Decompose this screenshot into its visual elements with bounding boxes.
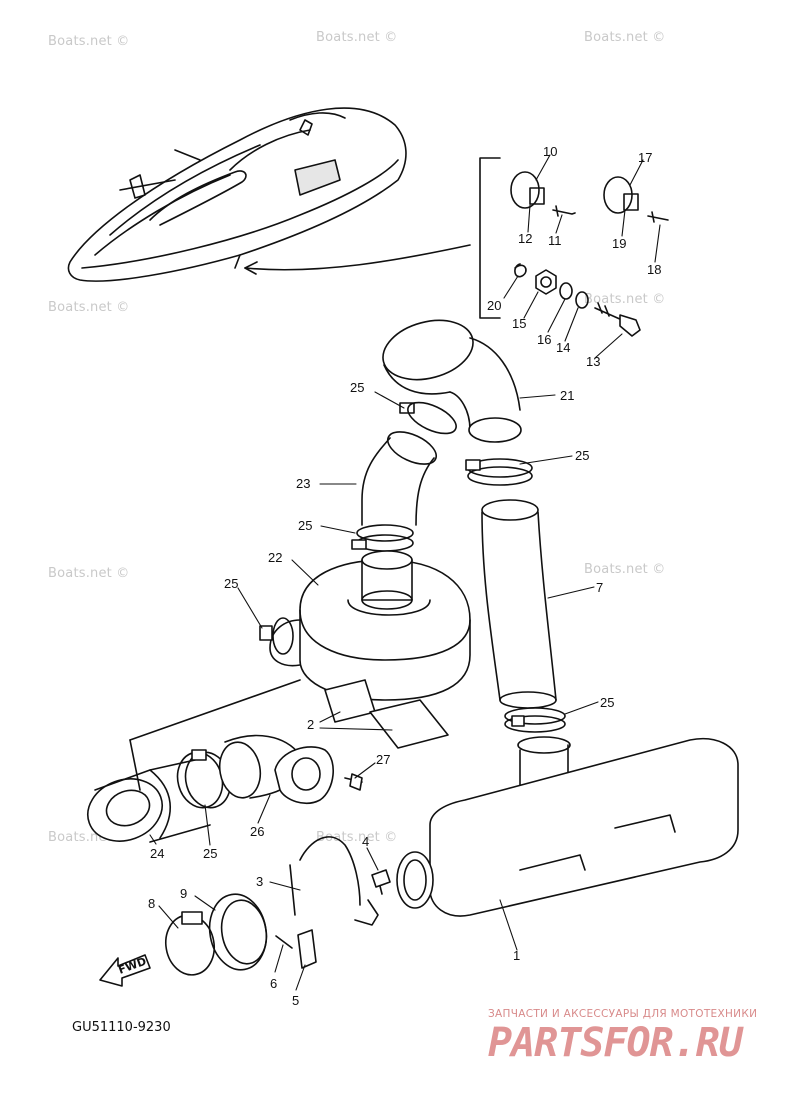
watermark: Boats.net © <box>584 292 666 307</box>
callout-7: 7 <box>596 580 603 595</box>
hose-clamp-part-25 <box>465 458 533 486</box>
clamp-part-17 <box>603 176 639 214</box>
callout-11: 11 <box>548 233 562 248</box>
grommet-part-9 <box>208 893 268 971</box>
detail-bracket <box>479 157 501 319</box>
hose-clamp-part-25 <box>504 707 566 733</box>
brand-subtitle: ЗАПЧАСТИ И АКСЕССУАРЫ ДЛЯ МОТОТЕХНИКИ <box>488 1008 758 1020</box>
callout-4: 4 <box>362 834 369 849</box>
pipe-part-24 <box>87 759 211 843</box>
callout-17: 17 <box>638 150 652 165</box>
watermark: Boats.net © <box>316 30 398 45</box>
hose-clamp-part-25 <box>259 617 294 655</box>
muffler-part-1 <box>396 736 739 917</box>
callout-14: 14 <box>556 340 570 355</box>
elbow-part-21 <box>382 319 522 443</box>
rivet-part-6 <box>275 935 293 949</box>
callout-12: 12 <box>518 231 532 246</box>
screw-part-18 <box>647 211 669 223</box>
callout-5: 5 <box>292 993 299 1008</box>
band-clamp-part-8 <box>164 911 216 976</box>
callout-25: 25 <box>203 846 217 861</box>
watermark: Boats.net © <box>48 300 130 315</box>
callout-9: 9 <box>180 886 187 901</box>
watermark: Boats.net © <box>48 566 130 581</box>
watermark: Boats.net © <box>48 34 130 49</box>
leader-line <box>129 739 141 791</box>
watermark: Boats.net © <box>316 830 398 845</box>
callout-23: 23 <box>296 476 310 491</box>
callout-15: 15 <box>512 316 526 331</box>
callout-10: 10 <box>543 144 557 159</box>
bolt-part-4 <box>371 869 391 895</box>
watermark: Boats.net © <box>584 562 666 577</box>
washer-part-16 <box>559 282 573 300</box>
callout-25: 25 <box>224 576 238 591</box>
callout-3: 3 <box>256 874 263 889</box>
fwd-arrow-icon <box>99 954 151 987</box>
callout-21: 21 <box>560 388 574 403</box>
callout-26: 26 <box>250 824 264 839</box>
callout-19: 19 <box>612 236 626 251</box>
callout-13: 13 <box>586 354 600 369</box>
callout-20: 20 <box>487 298 501 313</box>
diagram-code: GU51110-9230 <box>72 1020 171 1035</box>
clamp-part-10 <box>510 171 545 209</box>
watermark: Boats.net © <box>584 30 666 45</box>
water-lock-part-22 <box>269 550 471 701</box>
nipple-part-13 <box>594 302 641 337</box>
pad-part-2 <box>324 679 449 749</box>
hose-part-23 <box>361 431 437 526</box>
callout-16: 16 <box>537 332 551 347</box>
callout-25: 25 <box>350 380 364 395</box>
clip-part-20 <box>514 263 527 278</box>
brand-logo: PARTSFOR.RU <box>488 1020 743 1066</box>
callout-25: 25 <box>600 695 614 710</box>
callout-8: 8 <box>148 896 155 911</box>
hose-clamp-part-25 <box>399 401 457 435</box>
nut-part-15 <box>535 269 557 295</box>
hose-clamp-part-25 <box>351 524 414 552</box>
leader-lines <box>149 154 661 991</box>
flange-part-27 <box>274 746 363 805</box>
callout-6: 6 <box>270 976 277 991</box>
leader-line <box>129 679 301 741</box>
bracket-part-5 <box>297 929 317 969</box>
leader-arrow <box>244 244 471 271</box>
callout-25: 25 <box>575 448 589 463</box>
callout-2: 2 <box>307 717 314 732</box>
hose-part-7 <box>481 499 557 709</box>
callout-22: 22 <box>268 550 282 565</box>
callout-25: 25 <box>298 518 312 533</box>
washer-part-14 <box>575 291 589 309</box>
callout-24: 24 <box>150 846 164 861</box>
callout-1: 1 <box>513 948 520 963</box>
strap-part-3 <box>289 836 379 926</box>
callout-18: 18 <box>647 262 661 277</box>
watercraft-illustration <box>67 107 407 282</box>
screw-part-11 <box>552 205 576 217</box>
callout-27: 27 <box>376 752 390 767</box>
